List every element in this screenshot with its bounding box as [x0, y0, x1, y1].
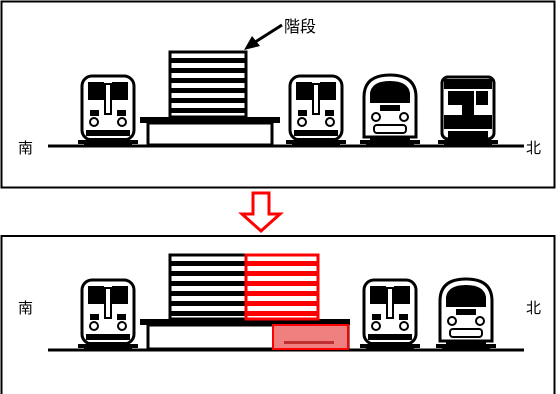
express-train-front-icon [362, 73, 418, 145]
north-label-bottom: 北 [526, 299, 541, 317]
stairs-label: 階段 [284, 17, 316, 36]
callout-arrow-icon [244, 23, 283, 50]
commuter-train-front-icon [80, 74, 136, 146]
commuter-train-front-icon [288, 74, 344, 146]
old-train-front-icon [440, 75, 496, 143]
south-label-top: 南 [18, 139, 33, 157]
platform-extension-highlight [272, 324, 349, 350]
express-train-front-icon [438, 277, 494, 349]
platform [146, 121, 274, 147]
stairs [168, 253, 248, 321]
platform-edge [140, 319, 350, 325]
north-label-top: 北 [526, 139, 541, 157]
down-arrow-icon [238, 191, 284, 234]
top-panel: 階段 南 北 [0, 0, 556, 189]
commuter-train-front-icon [362, 278, 418, 350]
new-stairs-highlight [244, 253, 320, 321]
south-label-bottom: 南 [18, 299, 33, 317]
bottom-panel: 南 北 [0, 235, 556, 394]
commuter-train-front-icon [80, 278, 136, 350]
platform-edge [140, 117, 280, 123]
stairs [168, 50, 248, 119]
